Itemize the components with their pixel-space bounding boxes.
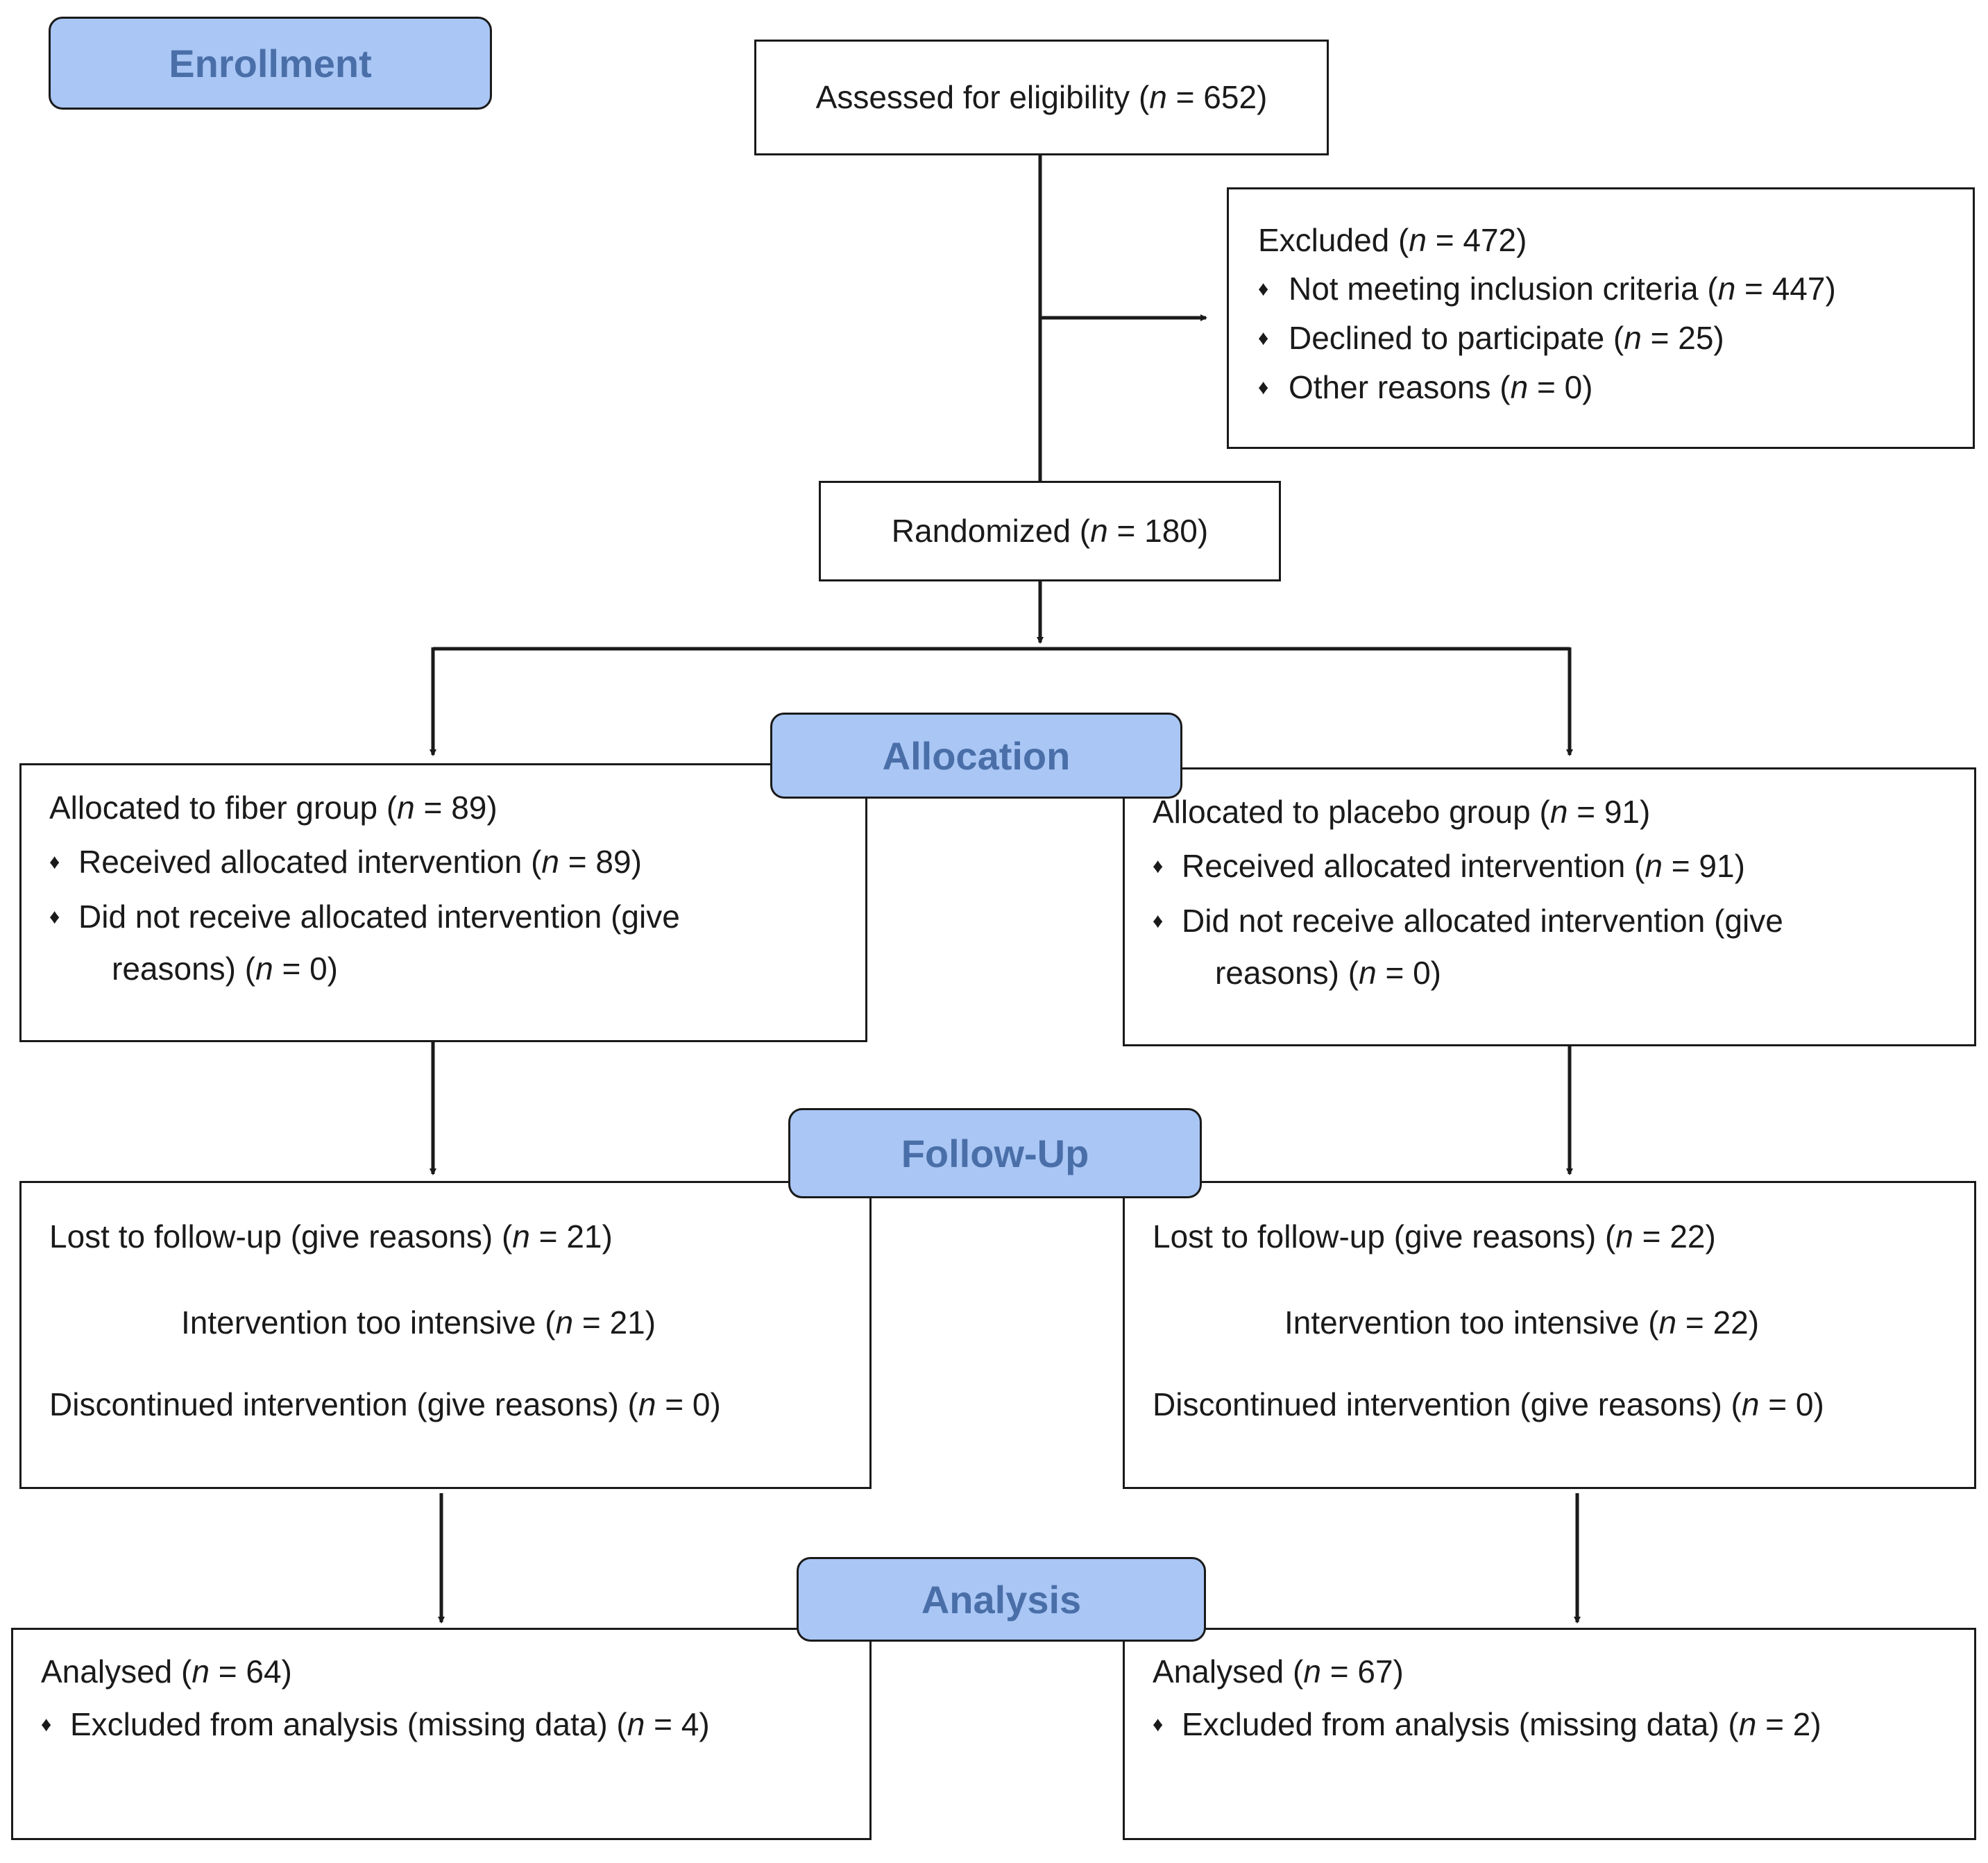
excluded-item-inclusion: ♦Not meeting inclusion criteria (n = 447… xyxy=(1258,264,1973,314)
fiber-followup-lost: Lost to follow-up (give reasons) (n = 21… xyxy=(49,1218,613,1254)
assessed-box: Assessed for eligibility (n = 652) xyxy=(754,40,1329,155)
placebo-allocation-not-received: ♦Did not receive allocated intervention … xyxy=(1153,894,1974,948)
excluded-item-other: ♦Other reasons (n = 0) xyxy=(1258,363,1973,412)
stage-label-analysis-text: Analysis xyxy=(921,1577,1082,1622)
placebo-followup-box: Lost to follow-up (give reasons) (n = 22… xyxy=(1123,1181,1976,1489)
placebo-followup-discontinued: Discontinued intervention (give reasons)… xyxy=(1153,1386,1824,1422)
bullet-icon: ♦ xyxy=(49,851,60,874)
fiber-allocation-title: Allocated to fiber group (n = 89) xyxy=(49,790,498,826)
placebo-analysis-title: Analysed (n = 67) xyxy=(1153,1653,1404,1690)
fiber-followup-intensive: Intervention too intensive (n = 21) xyxy=(181,1304,656,1341)
stage-label-followup: Follow-Up xyxy=(788,1108,1202,1198)
fiber-allocation-received: ♦Received allocated intervention (n = 89… xyxy=(49,835,865,890)
bullet-icon: ♦ xyxy=(1258,278,1269,300)
placebo-allocation-box: Allocated to placebo group (n = 91) ♦Rec… xyxy=(1123,767,1976,1046)
excluded-item-declined: ♦Declined to participate (n = 25) xyxy=(1258,314,1973,363)
assessed-text: Assessed for eligibility (n = 652) xyxy=(815,78,1268,115)
stage-label-analysis: Analysis xyxy=(797,1557,1206,1642)
stage-label-allocation-text: Allocation xyxy=(882,733,1071,778)
stage-label-enrollment-text: Enrollment xyxy=(169,41,372,85)
placebo-analysis-excluded: ♦Excluded from analysis (missing data) (… xyxy=(1153,1698,1974,1751)
stage-label-followup-text: Follow-Up xyxy=(901,1131,1089,1175)
stage-label-enrollment: Enrollment xyxy=(49,17,492,110)
bullet-icon: ♦ xyxy=(49,905,60,928)
randomized-text: Randomized (n = 180) xyxy=(891,512,1209,549)
bullet-icon: ♦ xyxy=(41,1713,52,1736)
stage-label-allocation: Allocation xyxy=(770,713,1182,799)
bullet-icon: ♦ xyxy=(1153,855,1164,878)
placebo-allocation-title: Allocated to placebo group (n = 91) xyxy=(1153,794,1651,830)
fiber-analysis-box: Analysed (n = 64) ♦Excluded from analysi… xyxy=(11,1628,872,1840)
placebo-analysis-box: Analysed (n = 67) ♦Excluded from analysi… xyxy=(1123,1628,1976,1840)
bullet-icon: ♦ xyxy=(1153,1713,1164,1736)
fiber-analysis-title: Analysed (n = 64) xyxy=(41,1653,292,1690)
bullet-icon: ♦ xyxy=(1153,910,1164,933)
bullet-icon: ♦ xyxy=(1258,327,1269,350)
randomized-box: Randomized (n = 180) xyxy=(819,481,1281,581)
excluded-title: Excluded (n = 472) xyxy=(1258,222,1527,258)
fiber-allocation-not-received: ♦Did not receive allocated intervention … xyxy=(49,890,865,944)
placebo-followup-intensive: Intervention too intensive (n = 22) xyxy=(1284,1304,1760,1341)
fiber-followup-discontinued: Discontinued intervention (give reasons)… xyxy=(49,1386,721,1422)
fiber-followup-box: Lost to follow-up (give reasons) (n = 21… xyxy=(19,1181,872,1489)
placebo-allocation-received: ♦Received allocated intervention (n = 91… xyxy=(1153,839,1974,894)
bullet-icon: ♦ xyxy=(1258,376,1269,399)
fiber-allocation-box: Allocated to fiber group (n = 89) ♦Recei… xyxy=(19,763,867,1042)
placebo-followup-lost: Lost to follow-up (give reasons) (n = 22… xyxy=(1153,1218,1716,1254)
fiber-analysis-excluded: ♦Excluded from analysis (missing data) (… xyxy=(41,1698,869,1751)
placebo-allocation-not-received-reasons: reasons) (n = 0) xyxy=(1215,955,1441,991)
excluded-box: Excluded (n = 472) ♦Not meeting inclusio… xyxy=(1227,187,1975,449)
fiber-allocation-not-received-reasons: reasons) (n = 0) xyxy=(112,951,338,987)
